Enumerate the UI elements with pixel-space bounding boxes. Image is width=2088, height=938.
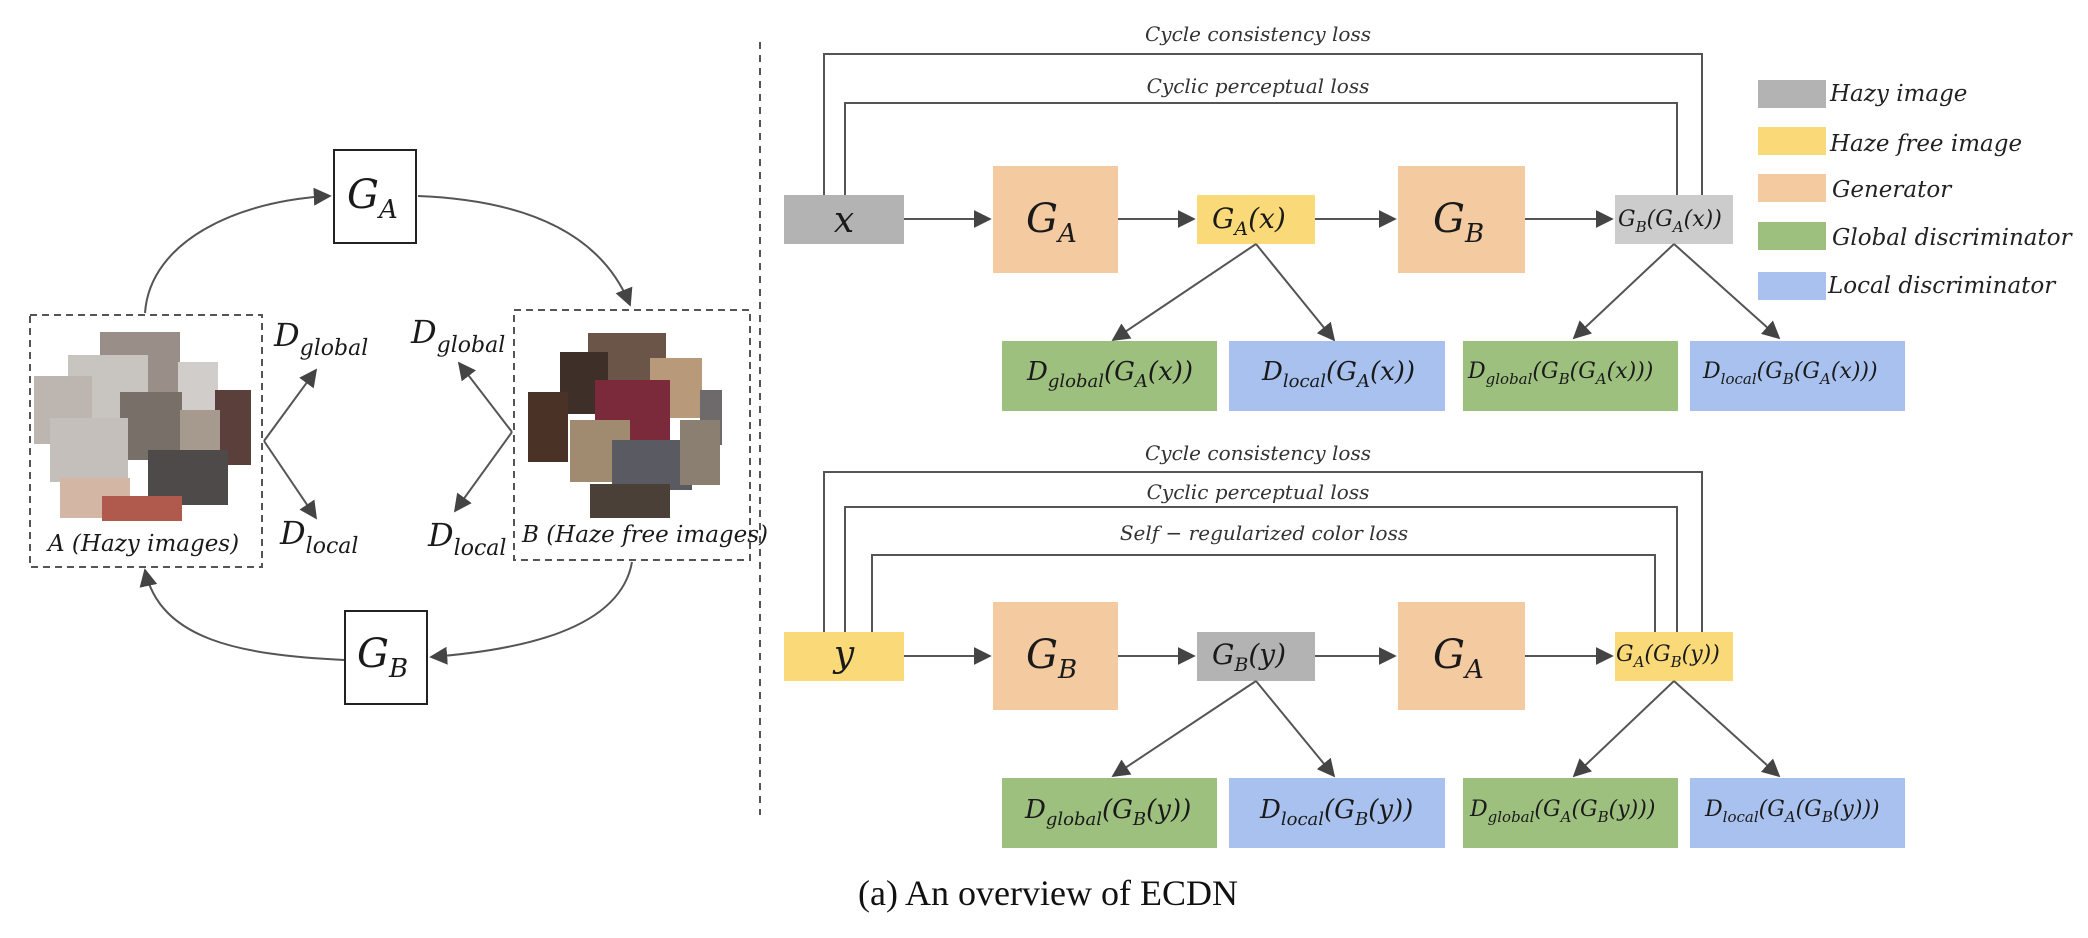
top-mid-output-label: GA(x) — [1212, 202, 1286, 240]
bottom-input-y-label: y — [832, 634, 855, 675]
bottom-d-local-1 — [1229, 778, 1445, 848]
top-mid-output — [1197, 195, 1315, 244]
bottom-cyclic-perceptual-wire — [844, 506, 1678, 632]
bottom-generator-1 — [993, 602, 1118, 710]
legend-label-local: Local discriminator — [1827, 273, 2057, 299]
top-generator-1 — [993, 166, 1118, 273]
bottom-d-local-2-label: Dlocal(GA(GB(y))) — [1704, 797, 1880, 826]
bottom-d-global-1 — [1002, 778, 1217, 848]
top-reconstruction-label: GB(GA(x)) — [1618, 207, 1722, 236]
set-b-frame — [513, 309, 751, 561]
legend-swatch-haze-free — [1758, 127, 1826, 155]
legend-label-generator: Generator — [1832, 177, 1953, 203]
top-generator-1-label: GA — [1026, 196, 1077, 249]
bottom-d-local-2 — [1690, 778, 1905, 848]
bottom-d-global-2-label: Dglobal(GA(GB(y))) — [1469, 797, 1655, 826]
top-cyclic-perceptual-wire — [844, 102, 1678, 208]
bottom-input-y — [784, 632, 904, 681]
top-input-x-label: x — [834, 200, 854, 241]
top-d-global-1 — [1002, 341, 1217, 411]
bottom-arrow-d1 — [1111, 680, 1257, 777]
legend-swatch-generator — [1758, 174, 1826, 202]
bottom-arrow-d2 — [1255, 680, 1336, 778]
set-b-label: B (Haze free images) — [521, 522, 768, 548]
d-global-b-label: Dglobal — [410, 313, 505, 358]
bottom-arrow-d4 — [1673, 680, 1781, 778]
arrow-gb-to-a — [139, 568, 345, 661]
set-a-label: A (Hazy images) — [46, 531, 239, 557]
top-cycle-consistency-wire — [823, 53, 1703, 208]
bottom-reconstruction-label: GA(GB(y)) — [1616, 642, 1720, 671]
bottom-arrow-d3 — [1572, 680, 1675, 778]
top-d-global-1-label: Dglobal(GA(x)) — [1026, 357, 1193, 392]
d-local-b-label: Dlocal — [427, 516, 506, 561]
legend: Hazy image Haze free image Generator Glo… — [1758, 80, 2074, 300]
bottom-pipeline: Cycle consistency loss Cyclic perceptual… — [784, 441, 1905, 848]
bottom-color-loss-wire — [871, 554, 1656, 632]
legend-label-hazy: Hazy image — [1829, 81, 1967, 107]
d-global-a-label: Dglobal — [273, 316, 368, 361]
generator-b-box — [344, 610, 428, 705]
bottom-cycle-consistency-wire — [823, 471, 1703, 632]
figure-caption: (a) An overview of ECDN — [858, 873, 1238, 913]
bottom-reconstruction — [1615, 632, 1733, 681]
generator-b-label: GB — [357, 631, 408, 684]
top-cyclic-perceptual-label: Cyclic perceptual loss — [1147, 74, 1370, 98]
bottom-color-loss-label: Self − regularized color loss — [1120, 521, 1408, 545]
bottom-d-global-2 — [1463, 778, 1678, 848]
top-input-x — [784, 195, 904, 244]
legend-swatch-hazy — [1758, 80, 1826, 108]
top-d-global-2 — [1463, 341, 1678, 411]
top-d-local-2 — [1690, 341, 1905, 411]
top-reconstruction — [1615, 195, 1733, 244]
top-d-local-1-label: Dlocal(GA(x)) — [1261, 357, 1415, 392]
arrow-b-to-gb — [429, 561, 633, 665]
top-d-local-1 — [1229, 341, 1445, 411]
top-arrow-d3 — [1572, 243, 1675, 340]
top-cycle-consistency-label: Cycle consistency loss — [1145, 22, 1371, 46]
legend-swatch-local — [1758, 272, 1826, 300]
arrow-a-dglobal — [263, 368, 318, 442]
legend-label-haze-free: Haze free image — [1829, 131, 2022, 157]
arrow-a-to-ga — [144, 187, 332, 314]
generator-a-label: GA — [347, 172, 398, 225]
arrow-b-dglobal — [457, 361, 513, 433]
arrow-b-dlocal — [453, 431, 513, 513]
generator-a-box — [333, 149, 417, 244]
bottom-d-global-1-label: Dglobal(GB(y)) — [1024, 795, 1191, 830]
bottom-mid-output — [1197, 632, 1315, 681]
arrow-ga-to-b — [417, 195, 633, 307]
d-local-a-label: Dlocal — [279, 514, 358, 559]
top-pipeline: Cycle consistency loss Cyclic perceptual… — [784, 22, 1905, 411]
haze-free-image-collage — [528, 333, 722, 518]
top-d-global-2-label: Dglobal(GB(GA(x))) — [1467, 359, 1653, 388]
bottom-generator-2-label: GA — [1433, 632, 1484, 685]
bottom-mid-output-label: GB(y) — [1212, 638, 1286, 676]
bottom-d-local-1-label: Dlocal(GB(y)) — [1259, 795, 1413, 830]
set-a-frame — [29, 314, 263, 568]
bottom-generator-1-label: GB — [1026, 632, 1077, 685]
bottom-cyclic-perceptual-label: Cyclic perceptual loss — [1147, 480, 1370, 504]
top-generator-2-label: GB — [1433, 196, 1484, 249]
top-d-local-2-label: Dlocal(GB(GA(x))) — [1702, 359, 1878, 388]
bottom-cycle-consistency-label: Cycle consistency loss — [1145, 441, 1371, 465]
left-panel: GA GB A (Hazy images) — [29, 149, 768, 705]
top-arrow-d1 — [1111, 243, 1257, 342]
top-arrow-d2 — [1255, 243, 1336, 342]
legend-swatch-global — [1758, 222, 1826, 250]
top-generator-2 — [1398, 166, 1525, 273]
hazy-image-collage — [34, 332, 251, 521]
legend-label-global: Global discriminator — [1832, 225, 2074, 251]
bottom-generator-2 — [1398, 602, 1525, 710]
arrow-a-dlocal — [263, 440, 318, 520]
top-arrow-d4 — [1673, 243, 1781, 340]
